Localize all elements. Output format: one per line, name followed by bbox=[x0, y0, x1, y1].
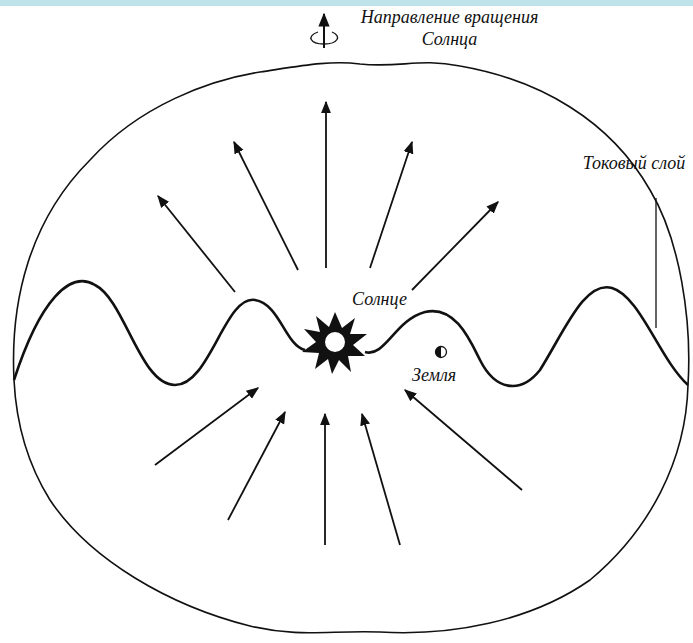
current-sheet-label: Токовый слой bbox=[582, 152, 686, 174]
sun-label: Солнце bbox=[352, 288, 442, 310]
rotation-arrow bbox=[311, 14, 338, 48]
current-sheet bbox=[14, 281, 688, 386]
sun-symbol bbox=[302, 312, 367, 374]
heliosphere-boundary bbox=[14, 63, 689, 633]
rotation-label: Направление вращения Солнца bbox=[342, 6, 557, 50]
earth-symbol bbox=[436, 347, 447, 358]
top-band bbox=[0, 0, 693, 6]
field-arrows bbox=[155, 102, 522, 545]
leader-line bbox=[655, 198, 656, 328]
earth-label: Земля bbox=[412, 364, 492, 386]
